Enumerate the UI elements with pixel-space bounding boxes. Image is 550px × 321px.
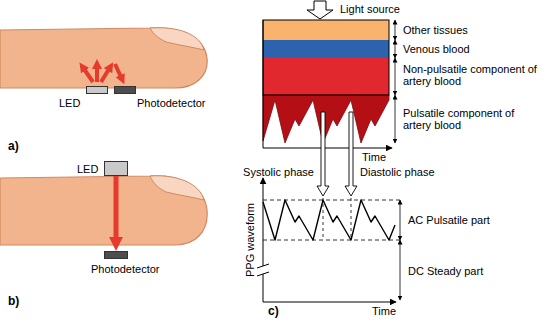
y-axis (263, 178, 264, 302)
light-ray (115, 64, 121, 77)
time-axis (263, 148, 392, 149)
part-label: DC Steady part (408, 265, 483, 277)
axis-label: Time (372, 305, 396, 317)
axis-break (257, 264, 269, 268)
light-ray (84, 69, 93, 82)
fingernail (150, 176, 204, 200)
phase-label: Systolic phase (238, 166, 314, 178)
photodetector-sensor: Photodetector (114, 86, 136, 94)
span-bracket (395, 40, 396, 58)
component-label: Photodetector (137, 97, 206, 109)
source-label: Light source (340, 3, 400, 15)
tissue-band (263, 20, 389, 40)
finger (0, 176, 207, 245)
span-bracket (400, 200, 401, 240)
part-label: AC Pulsatile part (408, 214, 490, 226)
light-ray (101, 69, 109, 82)
light-path-arrow (114, 176, 119, 239)
level-guide (263, 240, 400, 241)
span-bracket (395, 58, 396, 95)
component-label: LED (59, 97, 80, 109)
artery-band (263, 58, 389, 95)
layer-label: Other tissues (403, 24, 468, 36)
phase-arrow (317, 112, 329, 196)
level-guide (263, 200, 400, 201)
finger (0, 28, 207, 88)
axis-label: PPG waveform (244, 203, 256, 277)
led-emitter: LED (86, 86, 108, 94)
span-bracket (400, 240, 401, 300)
component-label: LED (77, 163, 98, 175)
fingernail (150, 28, 204, 50)
ppg-waveform (263, 200, 395, 240)
layer-label: Non-pulsatile component of artery blood (403, 63, 543, 87)
layer-label: Pulsatile component of artery blood (403, 107, 543, 131)
pulsatile-band (263, 95, 389, 143)
panel-letter: c) (268, 305, 279, 318)
venous-band (263, 40, 389, 58)
axis-label: Time (362, 151, 386, 163)
span-bracket (395, 20, 396, 40)
led-emitter: LED (104, 161, 128, 176)
band-outline (263, 20, 389, 95)
phase-label: Diastolic phase (360, 166, 435, 178)
axis-line (263, 20, 264, 148)
layer-label: Venous blood (403, 43, 470, 55)
axis-break (257, 272, 269, 276)
panel-letter: b) (8, 295, 19, 308)
component-label: Photodetector (91, 263, 160, 275)
photodetector-sensor: Photodetector (104, 251, 128, 259)
light-ray (95, 67, 99, 82)
panel-letter: a) (8, 140, 19, 153)
phase-guide (351, 198, 352, 240)
phase-guide (323, 198, 324, 240)
phase-arrow (345, 112, 357, 196)
span-bracket (395, 95, 396, 143)
light-arrow (307, 1, 333, 19)
time-axis (263, 302, 396, 303)
